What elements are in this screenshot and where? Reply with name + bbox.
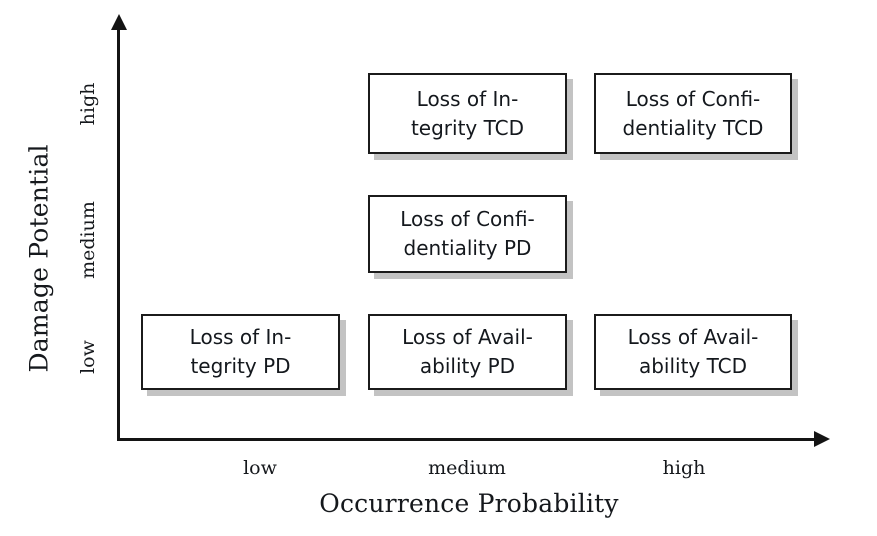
y-axis-tick-medium: medium — [77, 201, 99, 279]
y-axis-arrow-icon — [111, 14, 127, 30]
risk-cell-integrity-tcd: Loss of In- tegrity TCD — [368, 73, 567, 154]
risk-cell-label: Loss of Avail- ability TCD — [627, 325, 759, 378]
risk-cell-label: Loss of Confi- dentiality PD — [400, 207, 535, 260]
y-axis-tick-low: low — [77, 340, 99, 374]
x-axis-tick-low: low — [243, 457, 277, 479]
risk-cell-confidentiality-tcd: Loss of Confi- dentiality TCD — [594, 73, 792, 154]
y-axis-title: Damage Potential — [24, 144, 54, 373]
y-axis-line — [117, 26, 120, 441]
risk-cell-confidentiality-pd: Loss of Confi- dentiality PD — [368, 195, 567, 273]
x-axis-line — [117, 438, 819, 441]
risk-cell-label: Loss of Confi- dentiality TCD — [622, 86, 764, 140]
x-axis-tick-high: high — [662, 457, 706, 479]
risk-cell-availability-pd: Loss of Avail- ability PD — [368, 314, 567, 390]
x-axis-arrow-icon — [814, 431, 830, 447]
risk-cell-availability-tcd: Loss of Avail- ability TCD — [594, 314, 792, 390]
risk-cell-integrity-pd: Loss of In- tegrity PD — [141, 314, 340, 390]
x-axis-tick-medium: medium — [428, 457, 506, 479]
x-axis-title: Occurrence Probability — [319, 489, 619, 518]
risk-cell-label: Loss of In- tegrity PD — [189, 325, 292, 378]
y-axis-tick-high: high — [77, 82, 99, 126]
risk-cell-label: Loss of In- tegrity TCD — [410, 86, 525, 140]
risk-cell-label: Loss of Avail- ability PD — [402, 325, 533, 378]
